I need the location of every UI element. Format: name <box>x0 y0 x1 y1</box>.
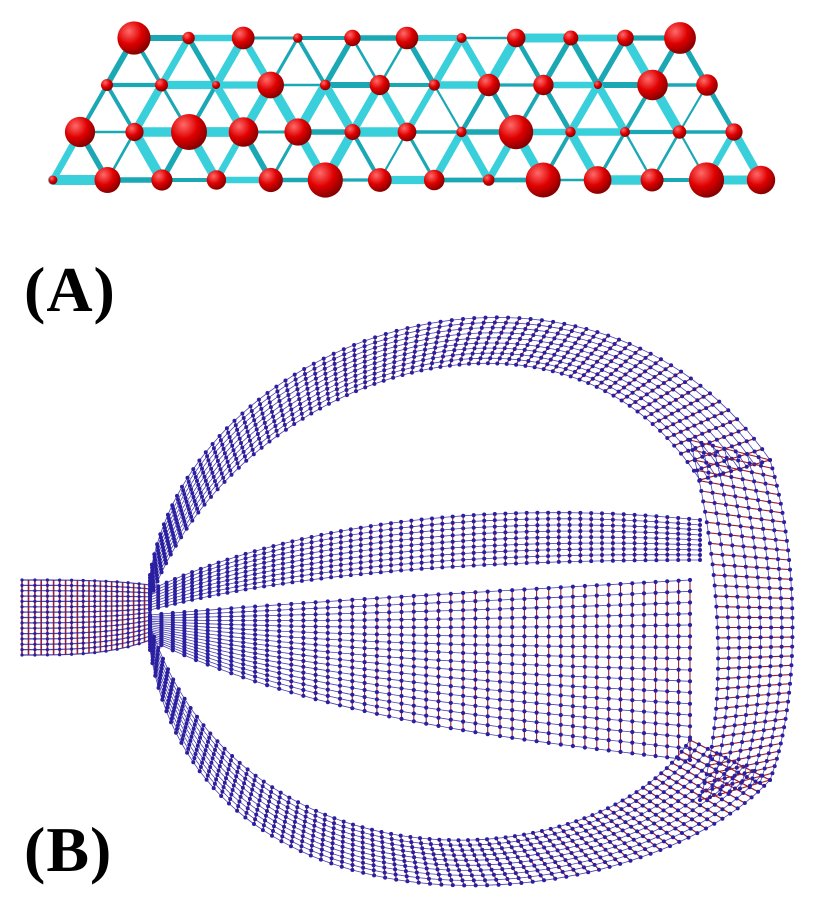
lattice-atom <box>117 21 151 55</box>
lattice-bond <box>567 35 601 88</box>
lattice-atom <box>257 71 284 99</box>
lattice-atom <box>498 114 534 150</box>
lattice-atom <box>258 167 283 193</box>
top-arc <box>148 315 772 602</box>
lattice-atom <box>397 122 417 142</box>
top-arc-nodes <box>148 315 772 602</box>
lattice-atom <box>228 117 259 147</box>
lattice-bond <box>430 34 466 89</box>
lattice-atom <box>563 30 579 46</box>
lattice-atom <box>725 123 743 141</box>
lattice-bond <box>158 34 193 89</box>
right-cap <box>688 438 795 802</box>
lattice-bonds <box>48 33 766 185</box>
lattice-atom <box>423 169 445 191</box>
bottom-arc-nodes <box>148 623 772 888</box>
lattice-strip-diagram <box>48 21 776 198</box>
lattice-atom <box>688 162 725 198</box>
lattice-atom <box>477 73 500 97</box>
right-cap-nodes <box>688 438 795 802</box>
lattice-bond <box>320 80 357 137</box>
lattice-atom <box>151 169 173 191</box>
lattice-atom <box>101 79 113 91</box>
lattice-atom <box>533 74 554 96</box>
middle-lower-rails <box>149 579 691 761</box>
lattice-atom <box>344 29 361 47</box>
bottom-arc <box>148 623 772 888</box>
lattice-atom <box>583 166 612 194</box>
lattice-bond <box>566 81 602 136</box>
middle-lower-nodes <box>147 577 693 763</box>
middle-upper <box>148 510 702 612</box>
lattice-atom <box>48 175 58 185</box>
right-cap-rungs <box>689 439 793 801</box>
lattice-atom <box>395 26 419 50</box>
lattice-bond <box>457 128 493 184</box>
lattice-bond <box>322 35 356 88</box>
lattice-atom <box>284 118 312 146</box>
lattice-atom <box>231 26 255 50</box>
lattice-atom <box>506 28 526 48</box>
panel-label-a: (A) <box>24 254 116 325</box>
lattice-atom <box>482 174 495 186</box>
lattice-atom <box>456 126 467 138</box>
lattice-atom <box>94 167 121 193</box>
lattice-atom <box>746 165 776 195</box>
lattice-atom <box>617 29 634 47</box>
lattice-bond <box>593 81 629 136</box>
lattice-bond <box>186 35 219 88</box>
middle-upper-rails <box>149 512 701 611</box>
lattice-atom <box>293 33 303 43</box>
lattice-atom <box>367 168 392 192</box>
lattice-atom <box>212 81 221 89</box>
lattice-bond <box>295 36 328 87</box>
lattice-atom <box>171 114 207 150</box>
middle-upper-nodes <box>148 510 702 612</box>
lattice-atom <box>182 31 195 45</box>
lattice-atom <box>319 79 331 91</box>
lattice-atom <box>593 80 603 90</box>
left-tube-rails <box>22 579 151 656</box>
lattice-atom <box>565 126 576 138</box>
panel-label-b: (B) <box>24 814 113 885</box>
left-tube <box>20 578 152 657</box>
lattice-atom <box>206 170 227 190</box>
panel-b-network <box>0 230 819 916</box>
lattice-atoms <box>48 21 776 198</box>
lattice-atom <box>664 22 696 54</box>
lattice-atom <box>696 74 718 96</box>
lattice-atom <box>344 124 361 140</box>
lattice-bond <box>595 35 629 88</box>
lattice-atom <box>155 78 168 92</box>
lattice-atom <box>369 74 390 96</box>
panel-a-lattice <box>0 0 819 230</box>
lattice-atom <box>125 122 144 142</box>
lattice-atom <box>428 79 440 91</box>
lattice-atom <box>637 69 668 101</box>
middle-lower <box>147 577 693 763</box>
lattice-atom <box>307 162 343 198</box>
graphene-network-diagram <box>20 315 795 888</box>
lattice-bond <box>433 83 463 134</box>
lattice-atom <box>456 33 467 43</box>
lattice-atom <box>64 116 96 148</box>
lattice-atom <box>525 162 561 198</box>
lattice-atom <box>672 125 687 139</box>
lattice-atom <box>620 127 630 137</box>
lattice-atom <box>640 168 664 192</box>
